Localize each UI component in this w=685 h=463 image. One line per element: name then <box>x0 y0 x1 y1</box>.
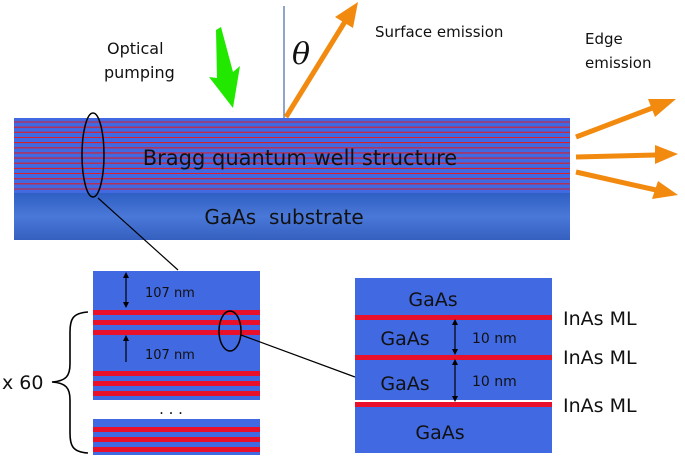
gaas-layer-label-4: GaAs <box>415 422 464 444</box>
inas-ml-label-3: InAs ML <box>563 395 637 417</box>
edge-emission-arrow-down-shaft <box>575 169 657 193</box>
inas-ml-line-3 <box>355 402 552 407</box>
inas-ml-line-1 <box>355 315 552 320</box>
edge-emission-label-2: emission <box>585 54 652 72</box>
qw-detail-layer-4 <box>355 407 552 453</box>
edge-emission-arrow-up-head <box>648 99 676 117</box>
edge-emission-arrow-mid-shaft <box>575 152 657 160</box>
edge-emission-arrow-mid-head <box>655 145 678 164</box>
qw-line <box>93 381 260 386</box>
surface-emission-label: Surface emission <box>375 23 503 41</box>
qw-line <box>93 310 260 315</box>
spacer-top-label: 107 nm <box>145 286 195 301</box>
ellipsis-dots: . . . <box>159 400 183 418</box>
repeat-brace <box>51 311 89 454</box>
bragg-structure-label: Bragg quantum well structure <box>143 146 457 170</box>
inas-ml-line-2 <box>355 355 552 360</box>
period-zoom-connector <box>240 334 356 378</box>
edge-emission-arrow-up-shaft <box>575 104 656 140</box>
theta-symbol: θ <box>292 37 310 72</box>
period-detail-top-block <box>93 271 260 362</box>
qw-line <box>93 330 260 335</box>
qw-spacing-label-2: 10 nm <box>472 374 517 390</box>
inas-ml-label-1: InAs ML <box>563 308 637 330</box>
repeat-count-label: x 60 <box>2 372 43 394</box>
surface-emission-arrow-shaft <box>283 18 349 119</box>
bragg-structure-block <box>14 118 570 193</box>
qw-line <box>93 371 260 376</box>
qw-line <box>93 391 260 396</box>
gaas-layer-label-1: GaAs <box>408 289 457 311</box>
spacer-mid-label: 107 nm <box>145 348 195 363</box>
main-zoom-connector <box>97 197 179 271</box>
qw-line <box>93 320 260 325</box>
qw-detail-layer-1 <box>355 278 552 315</box>
qw-line <box>93 447 260 452</box>
edge-emission-label-1: Edge <box>585 30 623 48</box>
qw-line <box>93 437 260 442</box>
main-zoom-ellipse <box>81 112 105 198</box>
optical-pumping-label-1: Optical <box>107 39 164 58</box>
optical-pumping-label-2: pumping <box>104 63 175 82</box>
substrate-label: GaAs substrate <box>204 205 363 229</box>
gaas-layer-label-3: GaAs <box>380 373 429 395</box>
edge-emission-arrow-down-head <box>652 181 678 199</box>
optical-pump-arrow <box>209 27 240 108</box>
qw-line <box>93 427 260 432</box>
surface-emission-arrowhead <box>335 2 358 28</box>
main-qw-lines <box>14 121 570 190</box>
gaas-substrate-block <box>14 193 570 240</box>
period-zoom-ellipse <box>218 310 242 352</box>
qw-spacing-label-1: 10 nm <box>472 331 517 347</box>
gaas-layer-label-2: GaAs <box>380 328 429 350</box>
inas-ml-label-2: InAs ML <box>563 347 637 369</box>
